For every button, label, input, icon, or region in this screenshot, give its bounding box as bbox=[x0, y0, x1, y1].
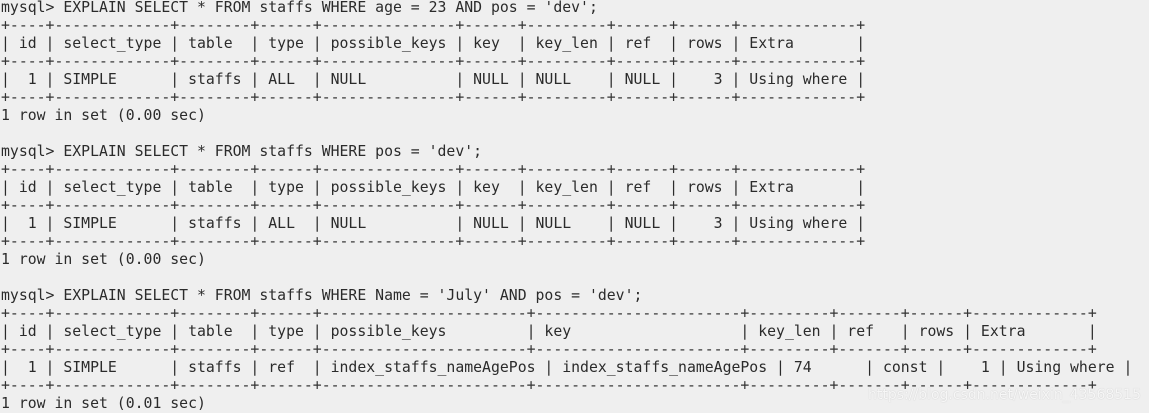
prompt-line-2: mysql> EXPLAIN SELECT * FROM staffs WHER… bbox=[1, 143, 483, 160]
result-summary: 1 row in set (0.01 sec) bbox=[1, 395, 206, 412]
blank-line bbox=[1, 269, 1149, 287]
table-border: +----+-------------+--------+------+----… bbox=[1, 233, 866, 250]
table-border: +----+-------------+--------+------+----… bbox=[1, 197, 866, 214]
prompt-line-3: mysql> EXPLAIN SELECT * FROM staffs WHER… bbox=[1, 287, 643, 304]
table-row: | 1 | SIMPLE | staffs | ALL | NULL | NUL… bbox=[1, 71, 866, 88]
result-summary: 1 row in set (0.00 sec) bbox=[1, 251, 206, 268]
table-border: +----+-------------+--------+------+----… bbox=[1, 161, 866, 178]
table-border: +----+-------------+--------+------+----… bbox=[1, 305, 1097, 322]
table-border: +----+-------------+--------+------+----… bbox=[1, 377, 1097, 394]
table-border: +----+-------------+--------+------+----… bbox=[1, 341, 1097, 358]
table-border: +----+-------------+--------+------+----… bbox=[1, 17, 866, 34]
result-summary: 1 row in set (0.00 sec) bbox=[1, 107, 206, 124]
table-header-row: | id | select_type | table | type | poss… bbox=[1, 323, 1097, 340]
prompt-line-1: mysql> EXPLAIN SELECT * FROM staffs WHER… bbox=[1, 0, 598, 16]
blank-line bbox=[1, 125, 1149, 143]
table-header-row: | id | select_type | table | type | poss… bbox=[1, 179, 866, 196]
table-header-row: | id | select_type | table | type | poss… bbox=[1, 35, 866, 52]
table-row: | 1 | SIMPLE | staffs | ref | index_staf… bbox=[1, 359, 1133, 376]
watermark: https://blog.csdn.net/weixin_43568515 bbox=[867, 387, 1141, 403]
table-border: +----+-------------+--------+------+----… bbox=[1, 53, 866, 70]
table-row: | 1 | SIMPLE | staffs | ALL | NULL | NUL… bbox=[1, 215, 866, 232]
table-border: +----+-------------+--------+------+----… bbox=[1, 89, 866, 106]
